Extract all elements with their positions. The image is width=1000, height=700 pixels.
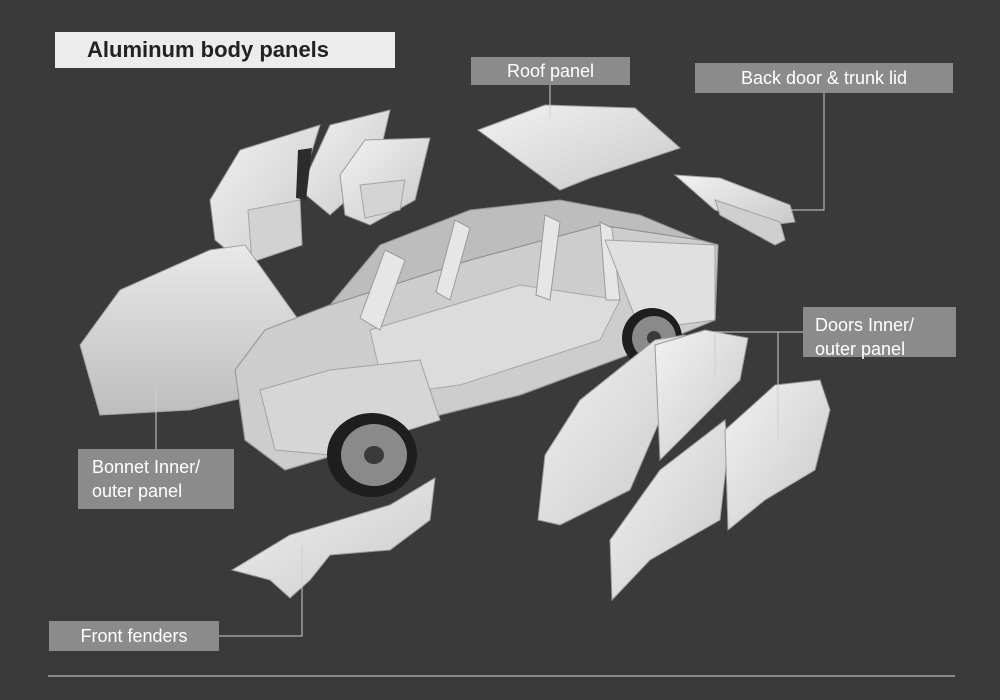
bonnet-label-line-2: outer panel xyxy=(92,481,183,502)
left-rear-door-panel xyxy=(209,109,391,266)
doors-label-line-1: Doors Inner/ xyxy=(815,315,915,335)
roof-panel xyxy=(476,104,681,191)
left-front-door-panel xyxy=(339,137,431,226)
doors-panel-label: Doors Inner/ outer panel xyxy=(803,307,956,359)
right-door-outer-panels xyxy=(609,379,831,602)
back-door-trunk-lid-label: Back door & trunk lid xyxy=(695,63,953,93)
doors-label-line-2: outer panel xyxy=(815,339,906,360)
bonnet-panel-label: Bonnet Inner/ outer panel xyxy=(78,449,234,509)
car-body-frame xyxy=(234,199,719,471)
right-door-inner-panels xyxy=(537,329,749,526)
doors-leader-line xyxy=(714,331,803,378)
front-wheel xyxy=(327,413,417,497)
trunk-lid-panel xyxy=(673,174,796,246)
bonnet-label-line-1: Bonnet Inner/ xyxy=(92,457,201,477)
leader-lines xyxy=(155,85,825,637)
roof-panel-label: Roof panel xyxy=(471,57,630,85)
diagram-title: Aluminum body panels xyxy=(55,32,395,68)
front-fender-panel xyxy=(230,477,436,599)
front-fenders-label: Front fenders xyxy=(49,621,219,651)
back-door-leader-line xyxy=(765,93,825,211)
fenders-leader-line xyxy=(219,545,303,637)
